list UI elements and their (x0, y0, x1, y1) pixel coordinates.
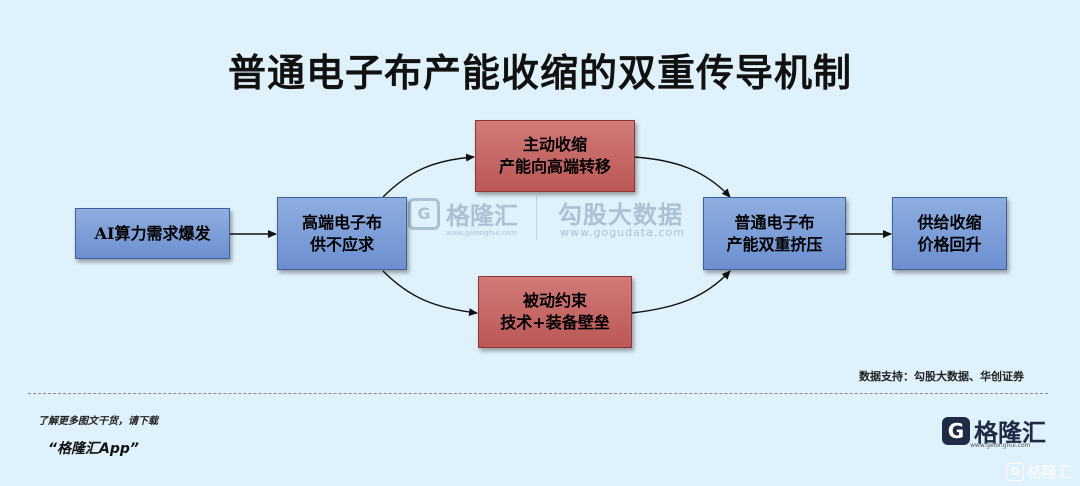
node-shortage-line2: 供不应求 (309, 234, 374, 254)
gogudata-watermark-url: www.gogudata.com (560, 226, 685, 239)
node-passive: 被动约束 技术+装备壁垒 (478, 276, 632, 348)
arrow-shortage-to-passive (382, 270, 478, 317)
node-squeeze-line2: 产能双重挤压 (726, 234, 823, 254)
gogudata-watermark: 勾股大数据 (558, 201, 683, 229)
node-result-line1: 供给收缩 (917, 212, 982, 232)
data-source-note: 数据支持：勾股大数据、华创证券 (859, 370, 1024, 383)
node-demand-label: AI算力需求爆发 (94, 223, 211, 243)
gelonghui-watermark-text: 格隆汇 (446, 202, 518, 230)
download-prompt: 了解更多图文干货，请下载 (38, 416, 158, 427)
gelonghui-watermark: G 格隆汇 (408, 196, 518, 231)
node-passive-line1: 被动约束 (522, 291, 587, 310)
watermark-divider (536, 196, 537, 240)
node-active-line1: 主动收缩 (522, 135, 587, 154)
app-name-link[interactable]: “格隆汇App” (48, 441, 139, 457)
corner-watermark-icon: G (1006, 462, 1024, 481)
node-shortage-line1: 高端电子布 (301, 212, 382, 232)
node-active: 主动收缩 产能向高端转移 (475, 120, 635, 192)
node-demand: AI算力需求爆发 (75, 208, 230, 259)
node-result: 供给收缩 价格回升 (892, 197, 1007, 270)
arrow-passive-to-squeeze (631, 270, 731, 314)
arrow-shortage-to-active (382, 153, 475, 198)
node-result-line2: 价格回升 (917, 234, 982, 254)
corner-watermark: G 格隆汇 (1006, 461, 1072, 482)
node-squeeze: 普通电子布 产能双重挤压 (703, 197, 846, 270)
corner-watermark-text: 格隆汇 (1027, 463, 1073, 481)
gelonghui-watermark-icon: G (408, 197, 440, 230)
node-passive-line2: 技术+装备壁垒 (500, 313, 610, 332)
gelonghui-logo-url: www.gelonghui.com (970, 442, 1031, 449)
gelonghui-logo-text: 格隆汇 (974, 419, 1046, 447)
gelonghui-watermark-url: www.gelonghui.com (446, 229, 517, 237)
arrow-active-to-squeeze (634, 156, 731, 198)
footer-divider (28, 393, 1048, 394)
node-squeeze-line1: 普通电子布 (734, 212, 815, 232)
node-shortage: 高端电子布 供不应求 (277, 197, 407, 270)
gelonghui-logo: G 格隆汇 (942, 413, 1046, 448)
node-active-line2: 产能向高端转移 (498, 157, 611, 176)
diagram-title: 普通电子布产能收缩的双重传导机制 (227, 51, 852, 95)
gelonghui-logo-icon: G (942, 416, 970, 445)
